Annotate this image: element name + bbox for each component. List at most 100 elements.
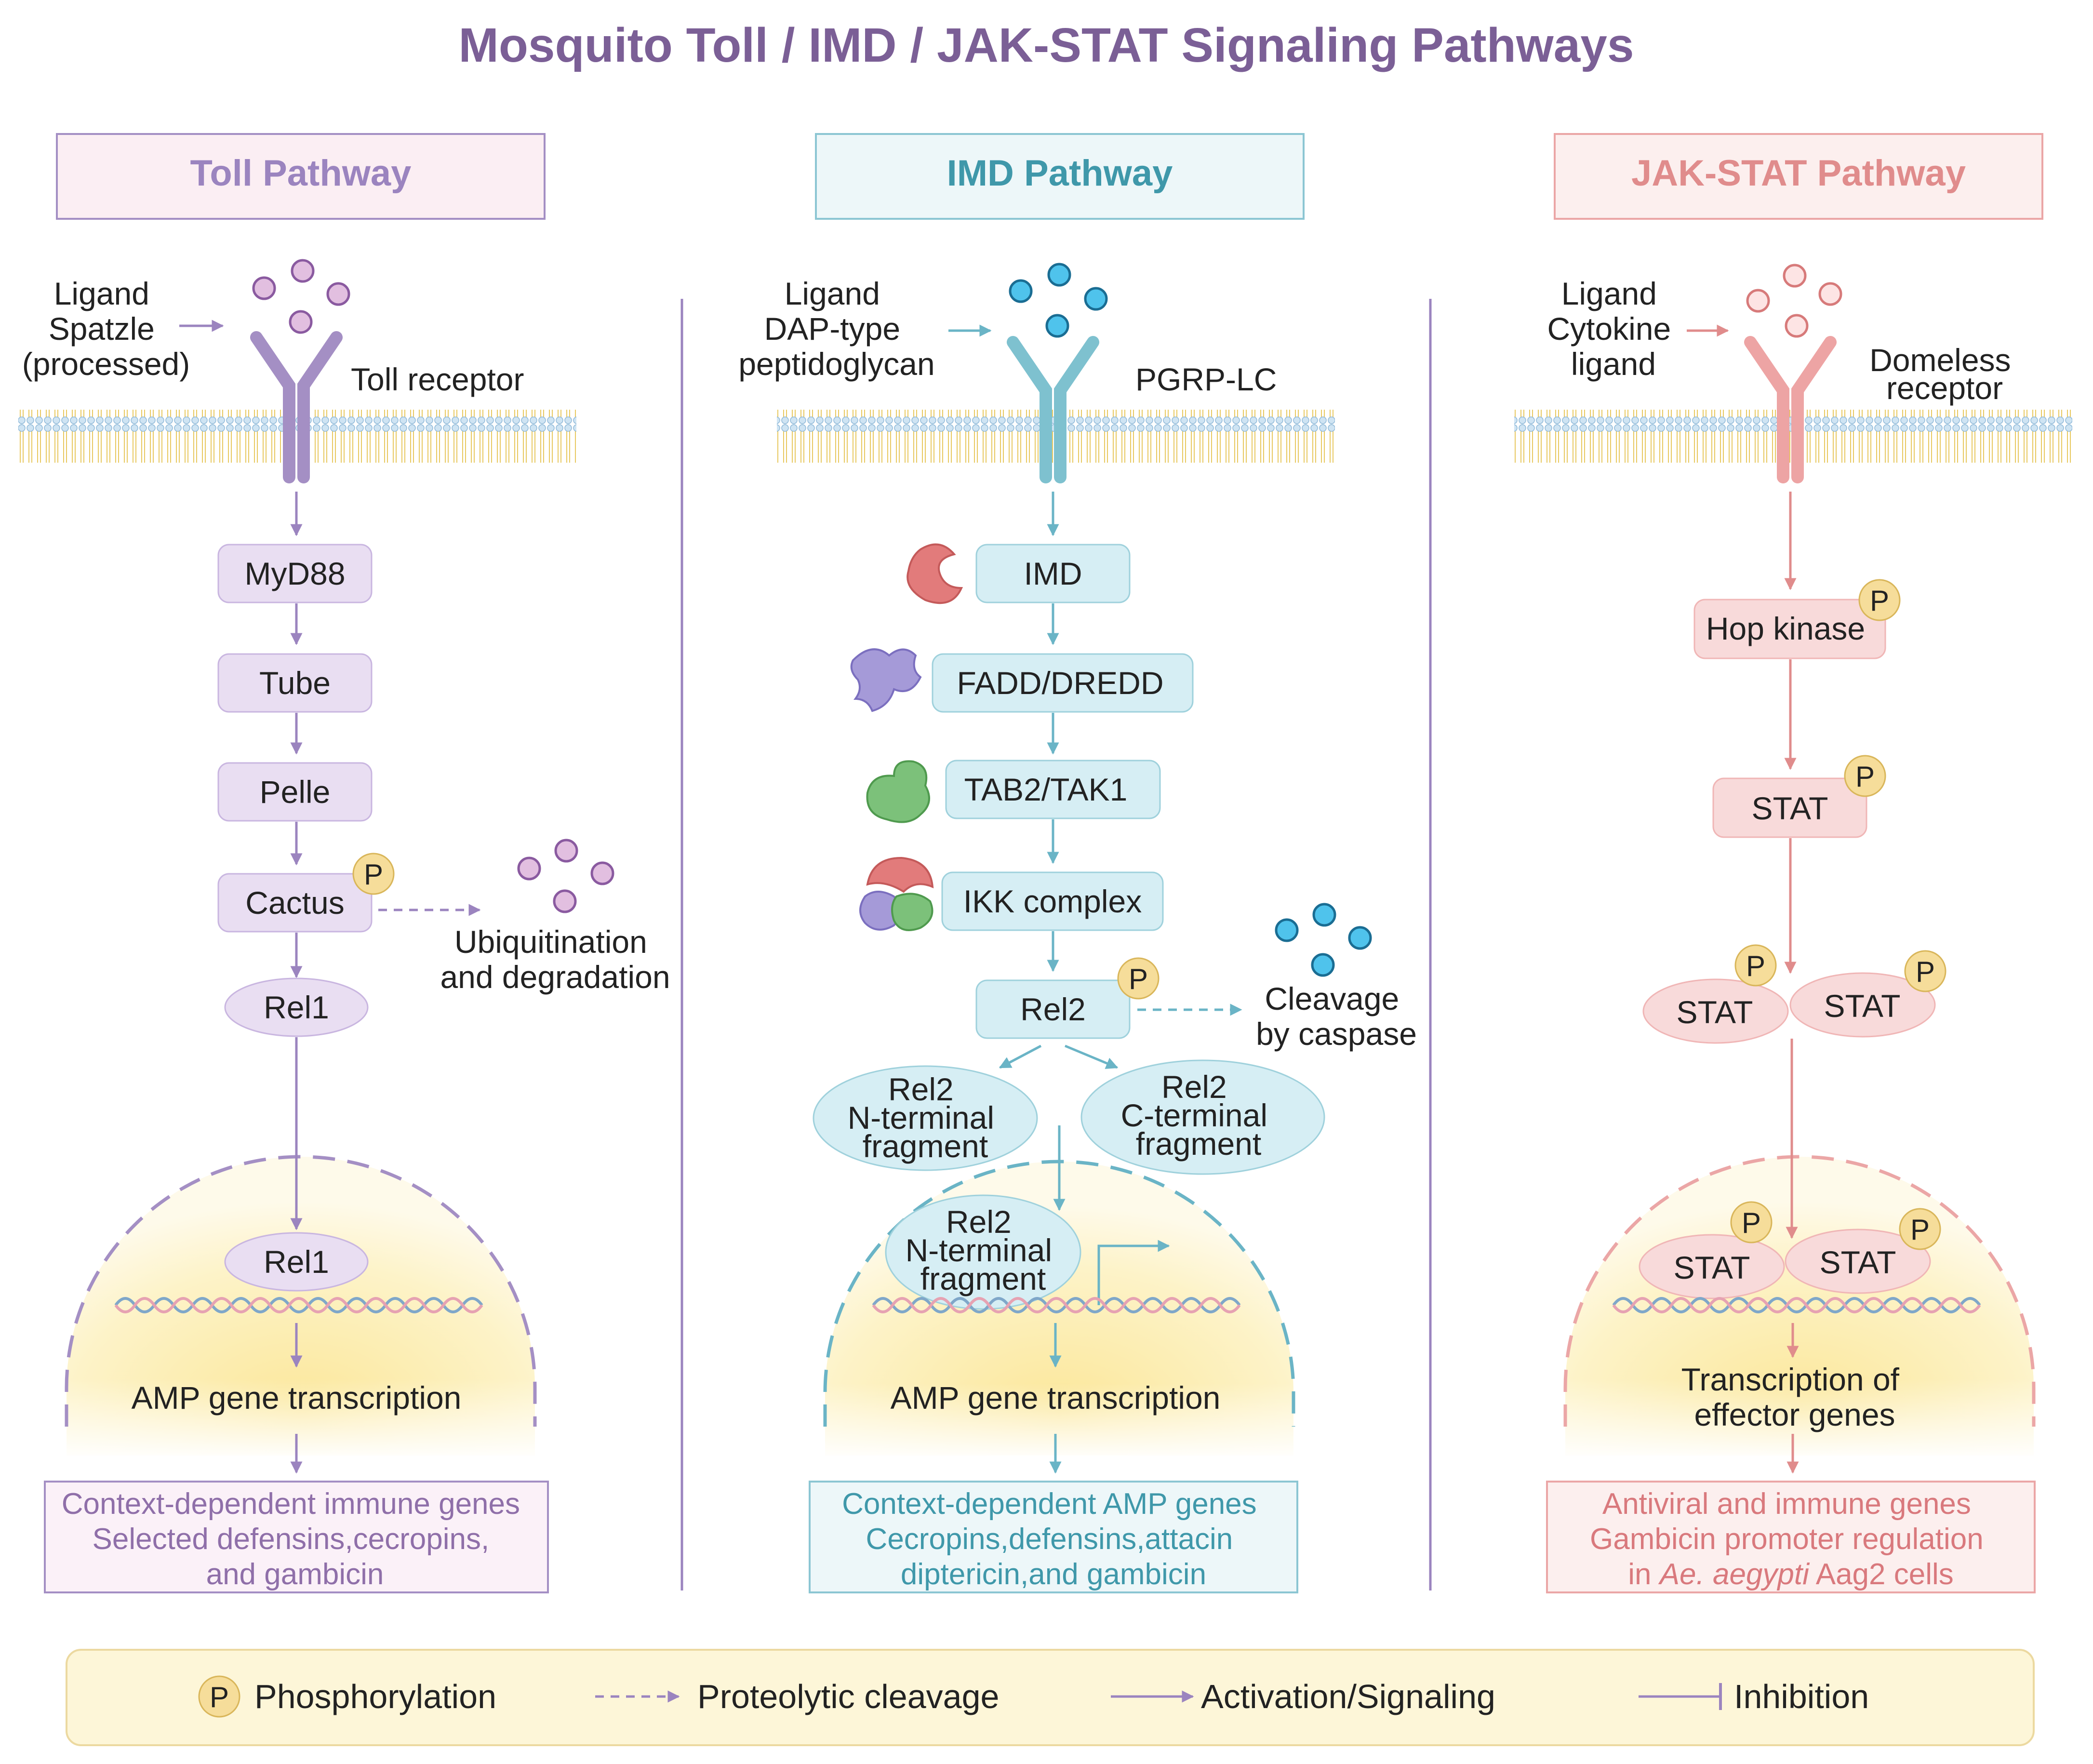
toll-header-box [56, 133, 546, 220]
toll-node-tube [217, 653, 373, 713]
imd-ligand-molecules [1009, 263, 1108, 338]
imd-nucleus-fragment-label: Rel2 N-terminal fragment [906, 1204, 1061, 1296]
jak-dimer-right [1789, 972, 1936, 1038]
jak-nucleus-envelope [1563, 1155, 2036, 1427]
toll-pathway: Toll Pathway Ligand Spatzle (processed) … [18, 133, 670, 1593]
toll-node-myd88-label: MyD88 [244, 556, 345, 591]
imd-n-fragment [813, 1065, 1038, 1171]
jak-dimer-left-phospho-icon [1734, 944, 1777, 987]
toll-ubiquitination-label: Ubiquitination and degradation [440, 924, 670, 995]
legend-phospho-symbol: P [210, 1681, 229, 1713]
legend-inhibition: Inhibition [1734, 1678, 1869, 1715]
toll-header: Toll Pathway [190, 153, 412, 194]
jak-receptor-icon [1744, 336, 1837, 483]
legend: P Phosphorylation Proteolytic cleavage A… [66, 1649, 2035, 1746]
toll-ligand-label: Ligand Spatzle (processed) [22, 276, 190, 382]
jak-hop-phospho-icon [1858, 579, 1901, 621]
imd-node-imd-label: IMD [1024, 556, 1082, 591]
jak-node-stat [1712, 777, 1867, 838]
toll-receptor-label: Toll receptor [351, 361, 524, 397]
imd-protein-icon [907, 543, 963, 604]
jak-nucleus-fade [1557, 1378, 2043, 1460]
imd-nucleus-fade [814, 1383, 1301, 1460]
imd-output-text: Context-dependent AMP genes Cecropins,de… [842, 1487, 1265, 1591]
toll-node-pelle [217, 762, 373, 822]
jak-dimer-left-phospho-label: P [1746, 950, 1765, 982]
jak-dimer-right-phospho-icon [1904, 950, 1946, 992]
imd-arrow-rel2-n [999, 1044, 1042, 1069]
toll-node-pelle-label: Pelle [260, 774, 331, 810]
legend-phospho-icon [198, 1675, 240, 1718]
imd-c-fragment-label: Rel2 C-terminal fragment [1121, 1069, 1277, 1162]
toll-cactus-phospho-icon [352, 853, 395, 895]
toll-output-box [44, 1481, 549, 1593]
jak-node-stat-label: STAT [1752, 790, 1828, 826]
fadd-protein-icon [850, 648, 922, 712]
imd-transcription-start-arrow [1097, 1240, 1170, 1305]
jak-dimer-right-phospho-label: P [1916, 956, 1935, 988]
imd-node-tab2-label: TAB2/TAK1 [964, 772, 1128, 807]
imd-receptor-label: PGRP-LC [1135, 361, 1277, 397]
jak-dimer-left [1642, 978, 1789, 1044]
jak-nucleus-left-phospho-label: P [1742, 1207, 1761, 1239]
jak-output-text: Antiviral and immune genes Gambicin prom… [1590, 1487, 1992, 1591]
jak-nucleus-right-phospho-label: P [1910, 1214, 1930, 1246]
imd-receptor-icon [1007, 336, 1099, 483]
imd-header: IMD Pathway [947, 153, 1173, 194]
toll-rel1-label: Rel1 [264, 989, 329, 1025]
page-title: Mosquito Toll / IMD / JAK-STAT Signaling… [459, 18, 1634, 72]
toll-nucleus-envelope [65, 1155, 537, 1427]
toll-degraded-molecules [517, 839, 614, 913]
toll-node-tube-label: Tube [259, 665, 331, 701]
imd-cleavage-label: Cleavage by caspase [1256, 981, 1417, 1052]
imd-rel2-phospho-label: P [1129, 963, 1148, 995]
imd-node-rel2 [975, 979, 1131, 1039]
toll-ligand-molecules [252, 259, 350, 334]
imd-node-ikk [941, 871, 1164, 931]
imd-n-fragment-label: Rel2 N-terminal fragment [848, 1071, 1003, 1164]
imd-header-box [815, 133, 1305, 220]
imd-rel2-phospho-icon [1117, 957, 1160, 1000]
jak-node-hop-label: Hop kinase [1706, 611, 1865, 646]
imd-transcription-label: AMP gene transcription [891, 1380, 1221, 1416]
jak-dimer-left-label: STAT [1677, 994, 1753, 1030]
jak-nucleus-left-phospho-icon [1730, 1201, 1773, 1243]
imd-output-box [809, 1481, 1298, 1593]
jak-header: JAK-STAT Pathway [1631, 153, 1966, 194]
jak-ligand-molecules [1746, 264, 1842, 338]
jak-nucleus-stat-right [1785, 1229, 1931, 1294]
jak-nucleus-right-phospho-icon [1899, 1208, 1941, 1250]
legend-phosphorylation: Phosphorylation [254, 1678, 496, 1715]
jak-stat-pathway: JAK-STAT Pathway Ligand Cytokine ligand … [1514, 133, 2072, 1593]
imd-arrow-rel2-c [1065, 1044, 1119, 1069]
tab2-protein-icon [866, 760, 930, 823]
imd-node-imd [975, 544, 1131, 603]
toll-transcription-label: AMP gene transcription [132, 1380, 462, 1416]
toll-node-myd88 [217, 544, 373, 603]
imd-ligand-label: Ligand DAP-type peptidoglycan [738, 276, 934, 382]
imd-node-fadd-label: FADD/DREDD [957, 665, 1163, 701]
imd-node-ikk-label: IKK complex [963, 883, 1142, 919]
toll-output-text: Context-dependent immune genes Selected … [62, 1487, 529, 1591]
jak-stat-phospho-icon [1844, 755, 1886, 797]
toll-rel1-nucleus [224, 1232, 369, 1292]
ikk-protein-icon [859, 856, 934, 931]
jak-dimer-right-label: STAT [1824, 988, 1901, 1024]
legend-box [66, 1649, 2035, 1746]
jak-nucleus-stat-left-label: STAT [1674, 1250, 1750, 1285]
jak-hop-phospho-label: P [1870, 585, 1889, 617]
toll-dna-icon [114, 1297, 483, 1313]
toll-rel1-nucleus-label: Rel1 [264, 1244, 329, 1280]
jak-transcription-label: Transcription of effector genes [1681, 1362, 1908, 1432]
imd-nucleus-fragment [885, 1194, 1081, 1310]
imd-pathway: IMD Pathway Ligand DAP-type peptidoglyca… [738, 133, 1417, 1593]
jak-receptor-label: Domeless receptor [1869, 342, 2020, 406]
toll-rel1 [224, 977, 369, 1037]
legend-activation: Activation/Signaling [1201, 1678, 1495, 1715]
imd-node-fadd [932, 653, 1194, 713]
jak-stat-phospho-label: P [1855, 761, 1875, 793]
toll-nucleus-fade [58, 1378, 545, 1460]
imd-c-fragment [1080, 1059, 1325, 1175]
jak-ligand-label: Ligand Cytokine ligand [1547, 276, 1680, 382]
